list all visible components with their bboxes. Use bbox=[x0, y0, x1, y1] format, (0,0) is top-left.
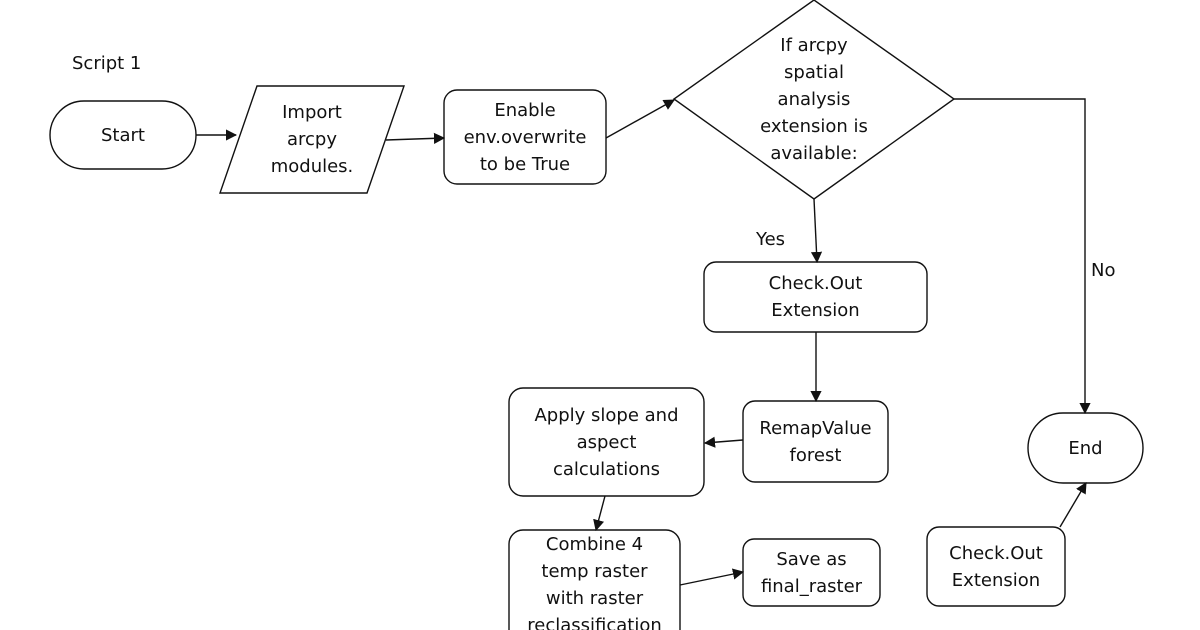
start-label: Start bbox=[101, 124, 145, 146]
diagram-title: Script 1 bbox=[72, 53, 142, 74]
arrow-import-to-enable bbox=[385, 132, 446, 144]
checkout-yes-label: Check.Out Extension bbox=[768, 273, 863, 321]
no-edge-label: No bbox=[1091, 260, 1116, 281]
import-label: Import arcpy modules. bbox=[270, 102, 354, 177]
decision-label: If arcpy spatial analysis extension is a… bbox=[760, 34, 868, 164]
arrow-decision-to-checkout bbox=[810, 198, 823, 264]
apply-label: Apply slope and aspect calculations bbox=[534, 404, 679, 480]
arrow-decision-no-to-end bbox=[954, 98, 1091, 415]
enable-label: Enable env.overwrite to be True bbox=[463, 99, 587, 175]
checkout-bottom-label: Check.Out Extension bbox=[949, 542, 1043, 591]
end-label: End bbox=[1068, 437, 1103, 459]
arrow-enable-to-decision bbox=[605, 99, 675, 139]
remap-label: RemapValue forest bbox=[759, 417, 872, 466]
arrow-remap-to-apply bbox=[703, 436, 744, 448]
arrow-checkout-to-end bbox=[1059, 482, 1087, 528]
arrow-apply-to-combine bbox=[593, 495, 606, 532]
checkout-bottom-shape bbox=[926, 526, 1066, 607]
import-parallelogram-shape bbox=[219, 85, 405, 194]
combine-label: Combine 4 temp raster with raster reclas… bbox=[527, 534, 662, 630]
arrow-combine-to-save bbox=[679, 568, 745, 586]
save-label: Save as final_raster bbox=[760, 548, 863, 597]
yes-edge-label: Yes bbox=[756, 229, 786, 250]
